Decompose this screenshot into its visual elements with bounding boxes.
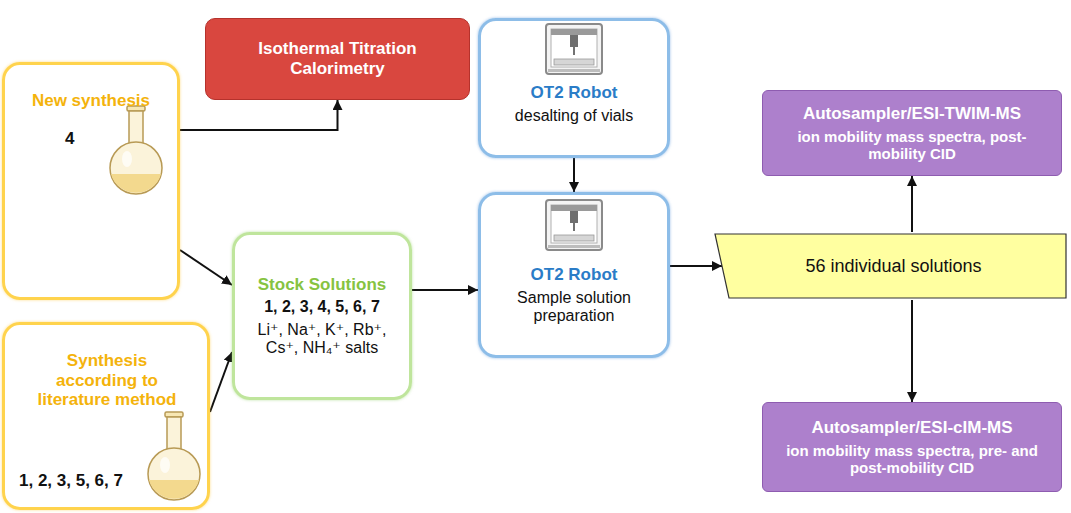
flow-arrow: [210, 352, 232, 412]
flask-icon: [110, 106, 162, 194]
process-box: Isothermal Titration Calorimetry: [205, 18, 470, 100]
flow-arrow: [412, 289, 478, 291]
flow-arrow: [911, 176, 913, 232]
source-box: Synthesis according to literature method…: [2, 322, 210, 510]
robot-box: OT2 Robot desalting of vials: [478, 18, 670, 158]
node-title: 56 individual solutions: [739, 256, 1048, 277]
node-text: 4: [65, 129, 95, 149]
stock-box: Stock Solutions 1, 2, 3, 4, 5, 6, 7 Li⁺, N…: [232, 232, 412, 400]
node-title: Autosampler/ESI-TWIM-MS: [775, 104, 1049, 124]
node-title: Stock Solutions: [245, 275, 399, 295]
node-title: Isothermal Titration Calorimetry: [218, 39, 457, 78]
flask-icon: [148, 412, 200, 500]
node-text: 1, 2, 3, 5, 6, 7: [19, 471, 141, 491]
robot-icon: [546, 24, 602, 74]
flow-arrow: [670, 265, 722, 267]
node-title: OT2 Robot: [491, 83, 657, 103]
node-title: New synthesis: [13, 91, 169, 111]
node-title: Synthesis according to literature method: [27, 351, 187, 410]
node-text: ion mobility mass spectra, pre- and post…: [775, 442, 1049, 477]
result-band: 56 individual solutions: [713, 232, 1068, 300]
node-text: 1, 2, 3, 4, 5, 6, 7: [245, 298, 399, 316]
node-text: ion mobility mass spectra, post-mobility…: [775, 128, 1049, 163]
flow-arrow: [573, 158, 575, 192]
node-text: desalting of vials: [491, 107, 657, 125]
analysis-box: Autosampler/ESI-TWIM-MS ion mobility mass…: [762, 90, 1062, 176]
flow-arrow: [180, 100, 338, 130]
analysis-box: Autosampler/ESI-cIM-MS ion mobility mass …: [762, 402, 1062, 492]
node-title: OT2 Robot: [497, 265, 651, 285]
source-box: New synthesis 4: [2, 62, 180, 300]
robot-icon: [546, 200, 602, 250]
node-text: Li⁺, Na⁺, K⁺, Rb⁺, Cs⁺, NH₄⁺ salts: [245, 321, 399, 358]
band-shape: [715, 234, 1066, 298]
node-title: Autosampler/ESI-cIM-MS: [775, 418, 1049, 438]
robot-box: OT2 RobotSample solution preparation: [478, 192, 670, 358]
flow-arrow: [180, 250, 232, 285]
node-text: Sample solution preparation: [497, 289, 651, 326]
flow-arrow: [911, 300, 913, 402]
